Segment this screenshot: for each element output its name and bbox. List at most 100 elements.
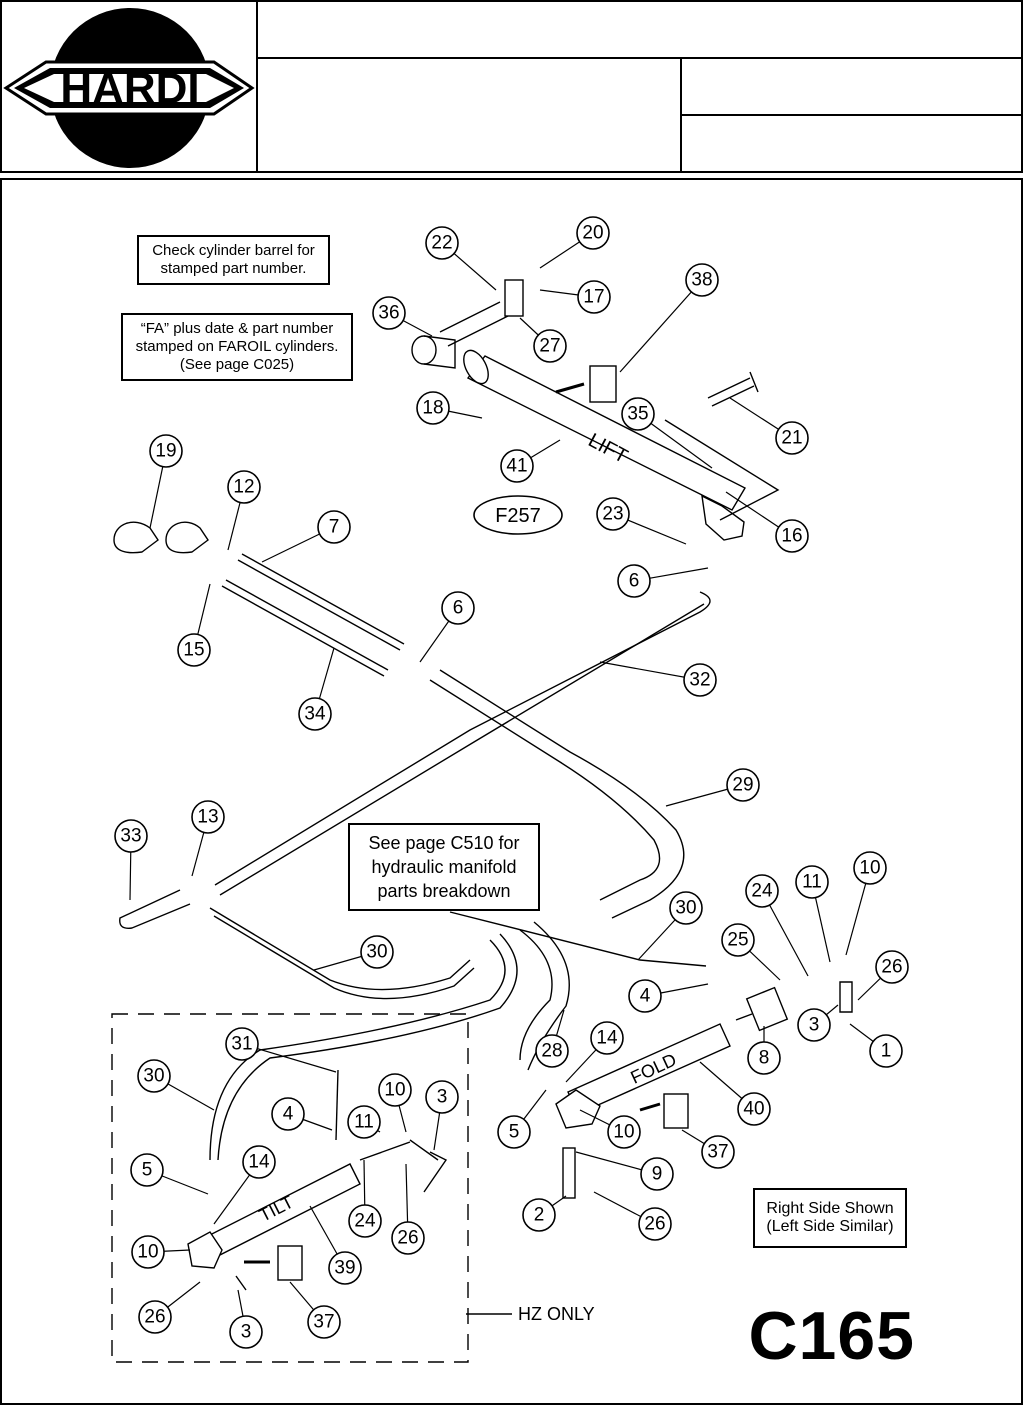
callout-bubble [533,329,567,363]
callout-number: 1 [881,1041,892,1062]
callout-bubble [416,391,450,425]
callout-bubble [225,1027,259,1061]
callout-number: 25 [727,930,748,951]
callout-6: 6 [617,564,709,598]
title-block [0,0,1023,173]
callout-17: 17 [539,280,611,314]
elbow-fittings [113,521,209,554]
callout-bubble [328,1251,362,1285]
callout-26: 26 [138,1281,201,1334]
callout-bubble [853,851,887,885]
callout-3: 3 [229,1289,263,1349]
callout-26: 26 [857,950,909,1001]
callout-bubble [685,263,719,297]
callout-bubble [607,1115,641,1149]
callout-number: 14 [596,1028,618,1049]
callout-36: 36 [372,296,433,337]
callout-bubble [425,226,459,260]
callout-number: 26 [397,1228,418,1249]
callout-27: 27 [519,317,567,363]
hose-group-lower [119,889,707,1161]
callout-41: 41 [500,439,561,483]
hardi-logo: HARDI [3,8,255,168]
callout-32: 32 [599,661,717,697]
callout-bubble [177,633,211,667]
callout-bubble [138,1300,172,1334]
callout-number: 38 [691,270,712,291]
title-divider-row [256,57,1022,59]
callout-number: 22 [431,233,452,254]
callout-20: 20 [539,216,610,269]
callout-bubble [298,697,332,731]
callout-bubble [869,1034,903,1068]
callout-number: 9 [652,1164,663,1185]
callout-number: 3 [241,1322,252,1343]
callout-number: 26 [881,957,902,978]
callout-number: 5 [509,1122,520,1143]
callout-4: 4 [628,979,709,1013]
title-divider-logo [256,0,258,172]
callout-4: 4 [271,1097,333,1131]
callout-16: 16 [725,491,809,553]
callout-number: 18 [422,398,443,419]
callout-number: 29 [732,775,753,796]
callout-12: 12 [227,470,261,551]
callout-bubble [577,280,611,314]
callout-39: 39 [309,1205,362,1285]
callout-bubble [721,923,755,957]
callout-bubble [596,497,630,531]
callout-number: 17 [583,287,604,308]
callout-26: 26 [593,1191,672,1241]
callout-number: 39 [334,1258,355,1279]
callout-number: 10 [613,1122,634,1143]
hz-only-zone [111,1013,469,1363]
callout-bubble [378,1073,412,1107]
callout-number: 30 [143,1066,164,1087]
callout-number: 3 [437,1087,448,1108]
callout-number: 41 [506,456,527,477]
callout-5: 5 [130,1153,209,1195]
callout-10: 10 [131,1235,191,1269]
callout-bubble [391,1221,425,1255]
callout-33: 33 [114,819,148,901]
callout-9: 9 [575,1151,674,1191]
callout-bubble [149,434,183,468]
hz-only-label: HZ ONLY [518,1304,595,1324]
note-faroil-line1: “FA” plus date & part number [140,320,334,337]
callout-number: 27 [539,336,560,357]
callout-number: 37 [313,1312,334,1333]
callout-bubble [360,935,394,969]
lift-cylinder [411,279,780,541]
callout-bubble [229,1315,263,1349]
callout-6: 6 [419,591,475,663]
callout-bubble [617,564,651,598]
callout-bubble [775,519,809,553]
callout-29: 29 [665,768,760,807]
callout-14: 14 [213,1145,276,1225]
callout-bubble [726,768,760,802]
callout-bubble [628,979,662,1013]
callout-number: 3 [809,1015,820,1036]
callout-31: 31 [225,1027,337,1073]
callout-bubble [701,1135,735,1169]
callout-number: 30 [366,942,387,963]
callout-11: 11 [347,1105,381,1139]
callout-leader [619,279,703,373]
callout-number: 32 [689,670,710,691]
callout-24: 24 [348,1159,382,1238]
callout-number: 4 [283,1104,294,1125]
callout-35: 35 [621,397,713,469]
ref-ellipse [473,495,563,535]
callout-number: 37 [707,1142,728,1163]
callout-number: 11 [354,1112,374,1133]
callout-1: 1 [849,1023,903,1068]
callout-7: 7 [261,510,351,563]
callout-number: 15 [183,640,204,661]
callout-number: 35 [627,404,648,425]
note-manifold-line3: parts breakdown [377,881,511,901]
callout-bubble [317,510,351,544]
hose-group-upper [214,553,711,919]
